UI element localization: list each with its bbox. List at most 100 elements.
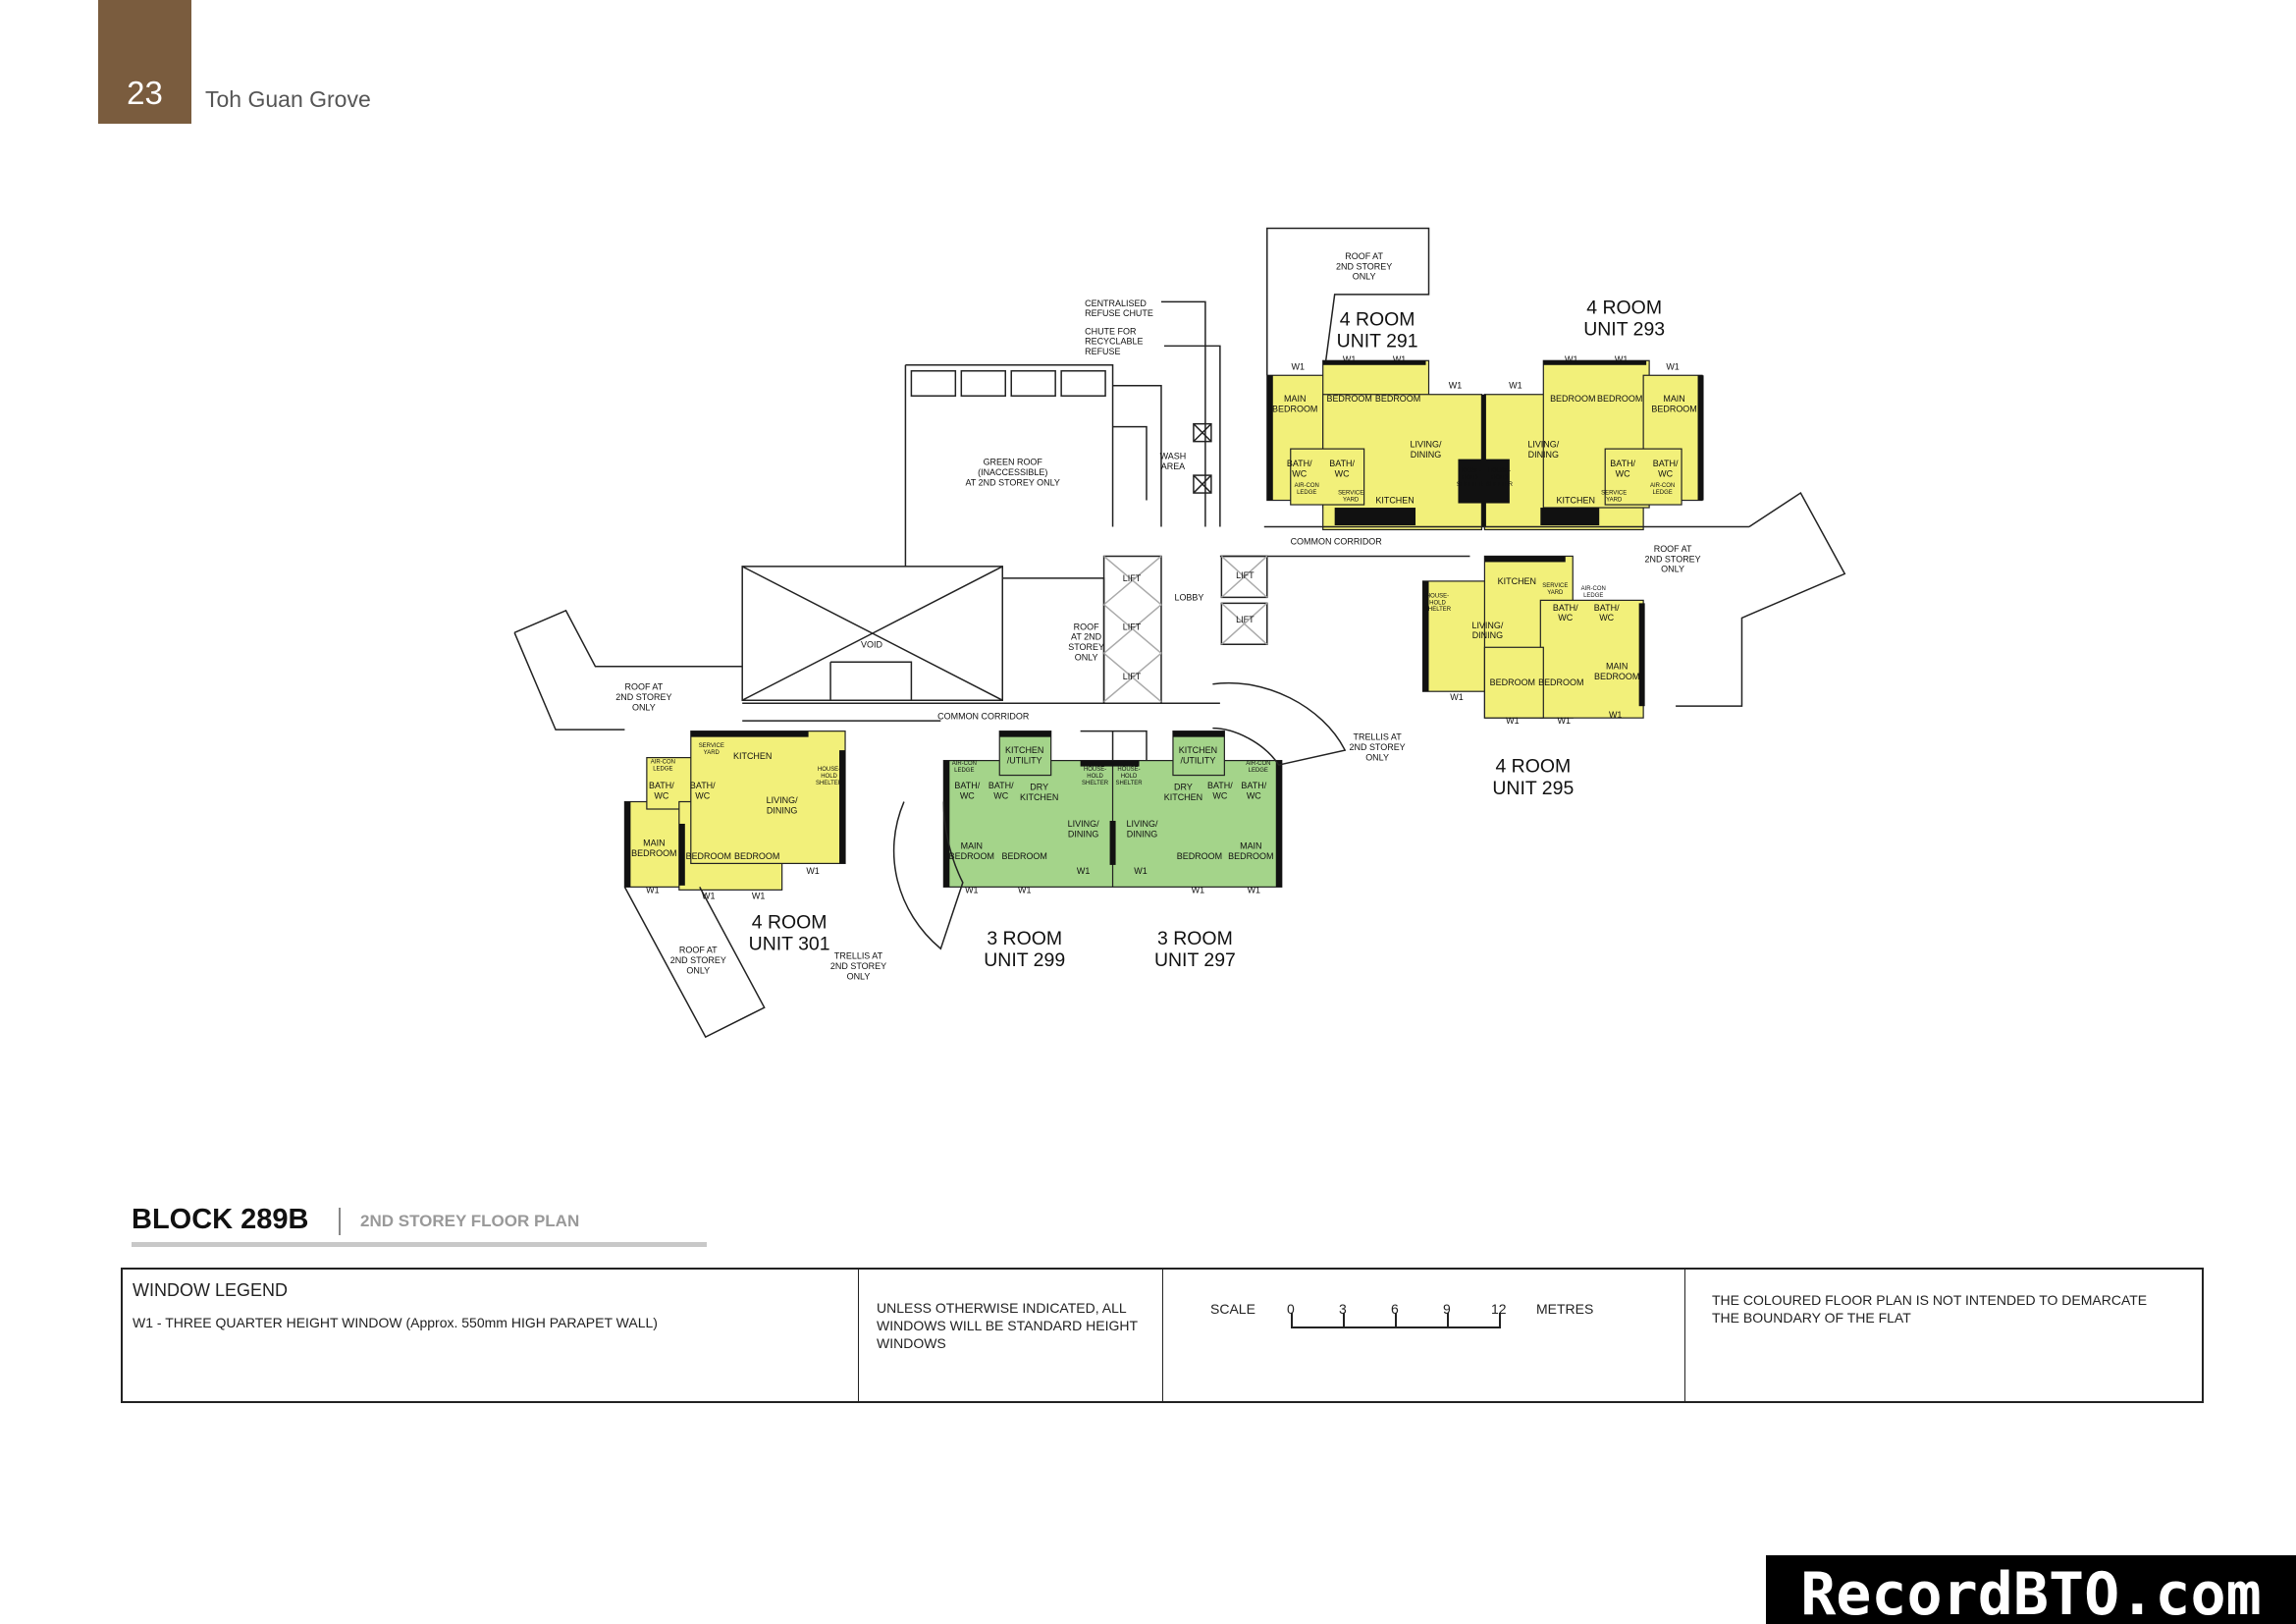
unit-label-line: UNIT 293 — [1583, 319, 1665, 341]
label-bath-wc-line: BATH/ — [1207, 781, 1233, 790]
label-bath-wc: BATH/WC — [1553, 603, 1578, 623]
label-bath-wc: BATH/WC — [1610, 459, 1635, 478]
label-bath-wc-line: WC — [1616, 468, 1630, 478]
label-kitchen-utility-line: /UTILITY — [1007, 755, 1042, 765]
label-bath-wc-line: WC — [1335, 468, 1350, 478]
label-main-bedroom-line: BEDROOM — [1228, 851, 1273, 861]
wall — [1080, 760, 1140, 767]
label-recyclable-chute-line: REFUSE — [1085, 347, 1120, 356]
unit-area — [690, 731, 846, 865]
label-service-yard-line: SERVICE — [1601, 491, 1627, 497]
plan-outline — [623, 887, 766, 1039]
wall — [1458, 459, 1510, 504]
label-window: W1 — [1134, 866, 1147, 876]
label-main-bedroom-line: MAIN — [1240, 840, 1261, 850]
label-common-corridor: COMMON CORRIDOR — [937, 712, 1030, 722]
skylight — [910, 370, 957, 397]
label-bath-wc-line: WC — [1212, 790, 1227, 800]
wall — [999, 731, 1051, 737]
label-window-line: W1 — [965, 885, 978, 894]
label-bath-wc-line: WC — [993, 790, 1008, 800]
label-main-bedroom-line: BEDROOM — [1651, 405, 1696, 414]
label-lift-line: LIFT — [1123, 573, 1142, 583]
label-void-line: VOID — [861, 639, 882, 649]
plan-outline — [513, 609, 743, 731]
label-aircon-ledge-line: LEDGE — [1297, 490, 1316, 496]
unit-area — [1539, 599, 1644, 719]
label-household-shelter-line: SHELTER — [816, 781, 843, 786]
label-bath-wc: BATH/WC — [1329, 459, 1355, 478]
plan-outline — [1676, 491, 1846, 707]
label-bedroom: BEDROOM — [1002, 851, 1047, 861]
label-window-line: W1 — [1018, 885, 1031, 894]
label-window: W1 — [1506, 716, 1519, 726]
label-window-line: W1 — [1506, 716, 1519, 726]
scale-tick-label: 0 — [1287, 1301, 1295, 1317]
label-roof-line: ROOF AT — [1654, 544, 1692, 554]
wall — [1275, 760, 1282, 888]
scale-tick — [1395, 1313, 1397, 1328]
label-bedroom-line: BEDROOM — [1538, 677, 1583, 687]
label-roof-line: 2ND STOREY — [1336, 261, 1392, 271]
plan-outline — [1160, 300, 1221, 527]
wall — [1540, 508, 1600, 525]
label-lift-line: LIFT — [1123, 672, 1142, 681]
label-bedroom: BEDROOM — [686, 851, 731, 861]
label-kitchen-line: KITCHEN — [733, 751, 772, 761]
label-window: W1 — [1018, 885, 1031, 894]
label-roof-line: ONLY — [686, 965, 710, 975]
label-lift: LIFT — [1236, 615, 1255, 624]
label-window: W1 — [1292, 361, 1305, 371]
label-bath-wc-line: BATH/ — [1553, 603, 1578, 613]
label-living-dining: LIVING/DINING — [1127, 819, 1158, 839]
label-window: W1 — [1248, 885, 1260, 894]
label-void: VOID — [861, 639, 882, 649]
label-window: W1 — [1450, 692, 1463, 702]
label-bath-wc-line: BATH/ — [1610, 459, 1635, 468]
label-bath-wc: BATH/WC — [988, 781, 1014, 800]
label-window-line: W1 — [1449, 381, 1462, 391]
label-bedroom-line: BEDROOM — [1002, 851, 1047, 861]
label-aircon-ledge-line: AIR-CON — [952, 761, 977, 767]
label-kitchen-line: KITCHEN — [1375, 496, 1414, 506]
label-window: W1 — [1565, 354, 1577, 364]
label-lobby: LOBBY — [1174, 592, 1203, 602]
label-living-dining: LIVING/DINING — [1527, 440, 1559, 460]
plan-outline — [892, 801, 964, 950]
wall — [1543, 360, 1647, 365]
label-bath-wc-line: WC — [1558, 613, 1573, 623]
disclaimer: THE COLOURED FLOOR PLAN IS NOT INTENDED … — [1712, 1292, 2148, 1326]
label-window: W1 — [1609, 710, 1622, 720]
label-window: W1 — [965, 885, 978, 894]
label-bath-wc-line: WC — [654, 790, 668, 800]
label-common-corridor-line: COMMON CORRIDOR — [1291, 536, 1383, 546]
label-service-yard-line: SERVICE — [1338, 491, 1363, 497]
scale-tick — [1447, 1313, 1449, 1328]
label-bath-wc: BATH/WC — [1287, 459, 1312, 478]
wall — [1172, 731, 1225, 737]
label-main-bedroom-line: MAIN — [961, 840, 983, 850]
legend-table: WINDOW LEGEND W1 - THREE QUARTER HEIGHT … — [121, 1268, 2204, 1403]
label-bath-wc: BATH/WC — [1241, 781, 1266, 800]
label-window: W1 — [1343, 354, 1356, 364]
label-window: W1 — [806, 866, 819, 876]
label-aircon-ledge-line: AIR-CON — [1246, 761, 1270, 767]
label-kitchen: KITCHEN — [1557, 496, 1595, 506]
unit-label-line: UNIT 295 — [1492, 778, 1574, 799]
lift-cross — [1220, 555, 1268, 598]
label-living-dining-line: LIVING/ — [1471, 621, 1503, 630]
label-roof-2nd-line: ONLY — [1075, 652, 1098, 662]
